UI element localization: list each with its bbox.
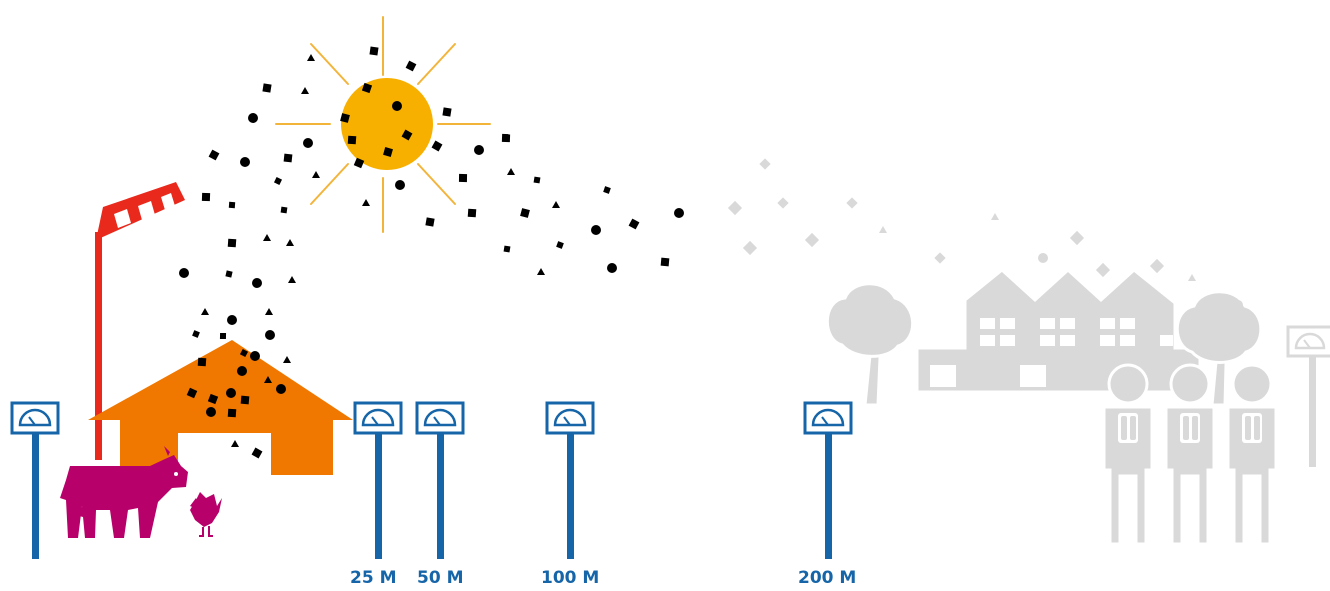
faded-particle: [1233, 300, 1243, 310]
distance-label-100m: 100 M: [541, 568, 599, 588]
particle: [198, 358, 207, 367]
gauge-icon: [355, 403, 401, 559]
particle: [520, 208, 530, 218]
particle: [276, 384, 286, 394]
particle: [607, 263, 617, 273]
faded-particle: [1038, 253, 1048, 263]
particle: [348, 136, 357, 145]
village-icon: [917, 270, 1200, 392]
particle: [265, 308, 273, 315]
faded-particle: [1150, 259, 1164, 273]
person-group: [1104, 365, 1276, 544]
particle: [552, 201, 560, 208]
particle: [432, 141, 443, 152]
particle: [303, 138, 313, 148]
particle: [442, 107, 451, 116]
particle: [281, 207, 288, 214]
particle: [209, 150, 220, 161]
person-icon: [1104, 365, 1152, 544]
particle: [288, 276, 296, 283]
particle: [241, 396, 250, 405]
person-icon: [1228, 365, 1276, 544]
particle: [228, 239, 237, 248]
particle: [225, 270, 232, 277]
particle: [262, 83, 271, 92]
sun-icon: [276, 17, 490, 232]
faded-particle: [879, 226, 887, 233]
distance-label-25m: 25 M: [350, 568, 397, 588]
particle: [468, 209, 477, 218]
faded-particle: [759, 158, 770, 169]
particle: [369, 46, 378, 55]
particle: [240, 157, 250, 167]
particle: [392, 101, 402, 111]
faded-particle: [777, 197, 788, 208]
particle: [504, 246, 511, 253]
faded-particle: [1070, 231, 1084, 245]
particle: [362, 199, 370, 206]
faded-particle: [1096, 263, 1110, 277]
particle: [534, 177, 541, 184]
gauge-icon: [547, 403, 593, 559]
particle: [556, 241, 564, 249]
particle: [459, 174, 467, 182]
particle: [192, 330, 200, 338]
particle: [395, 180, 405, 190]
particle: [301, 87, 309, 94]
particle: [227, 315, 237, 325]
particle: [286, 239, 294, 246]
particle: [591, 225, 601, 235]
particle: [283, 356, 291, 363]
particle: [220, 333, 226, 339]
particle: [252, 278, 262, 288]
faded-particle: [991, 213, 999, 220]
particle: [425, 217, 434, 226]
particle: [502, 134, 510, 142]
particle: [206, 407, 216, 417]
particle: [274, 177, 282, 185]
particle: [226, 388, 236, 398]
particle: [629, 219, 640, 230]
emission-particles: [179, 46, 1243, 458]
particle: [312, 171, 320, 178]
particle: [229, 202, 235, 208]
barn-icon: [88, 340, 353, 475]
faded-particle: [743, 241, 757, 255]
gauge-icon: [805, 403, 851, 559]
particle: [228, 409, 237, 418]
particle: [263, 234, 271, 241]
faded-particle: [805, 233, 819, 247]
particle: [661, 258, 670, 267]
faded-particle: [846, 197, 857, 208]
particle: [202, 193, 210, 201]
faded-particle: [728, 201, 742, 215]
tree-icon: [827, 284, 912, 405]
particle: [307, 54, 315, 61]
particle: [179, 268, 189, 278]
particle: [250, 351, 260, 361]
gauge-icon: [12, 403, 58, 559]
particle: [265, 330, 275, 340]
distance-label-50m: 50 M: [417, 568, 464, 588]
particle: [406, 61, 417, 72]
faded-particle: [934, 252, 945, 263]
faded-particle: [1188, 274, 1196, 281]
particle: [507, 168, 515, 175]
particle: [284, 154, 293, 163]
gauge-icon: [1288, 327, 1330, 467]
particle: [537, 268, 545, 275]
particle: [474, 145, 484, 155]
particle: [248, 113, 258, 123]
particle: [201, 308, 209, 315]
particle: [674, 208, 684, 218]
person-icon: [1166, 365, 1214, 544]
particle: [237, 366, 247, 376]
gauge-icon: [417, 403, 463, 559]
distance-label-200m: 200 M: [798, 568, 856, 588]
particle: [603, 186, 611, 194]
faded-particle: [1118, 291, 1128, 301]
chicken-icon: [190, 492, 222, 536]
